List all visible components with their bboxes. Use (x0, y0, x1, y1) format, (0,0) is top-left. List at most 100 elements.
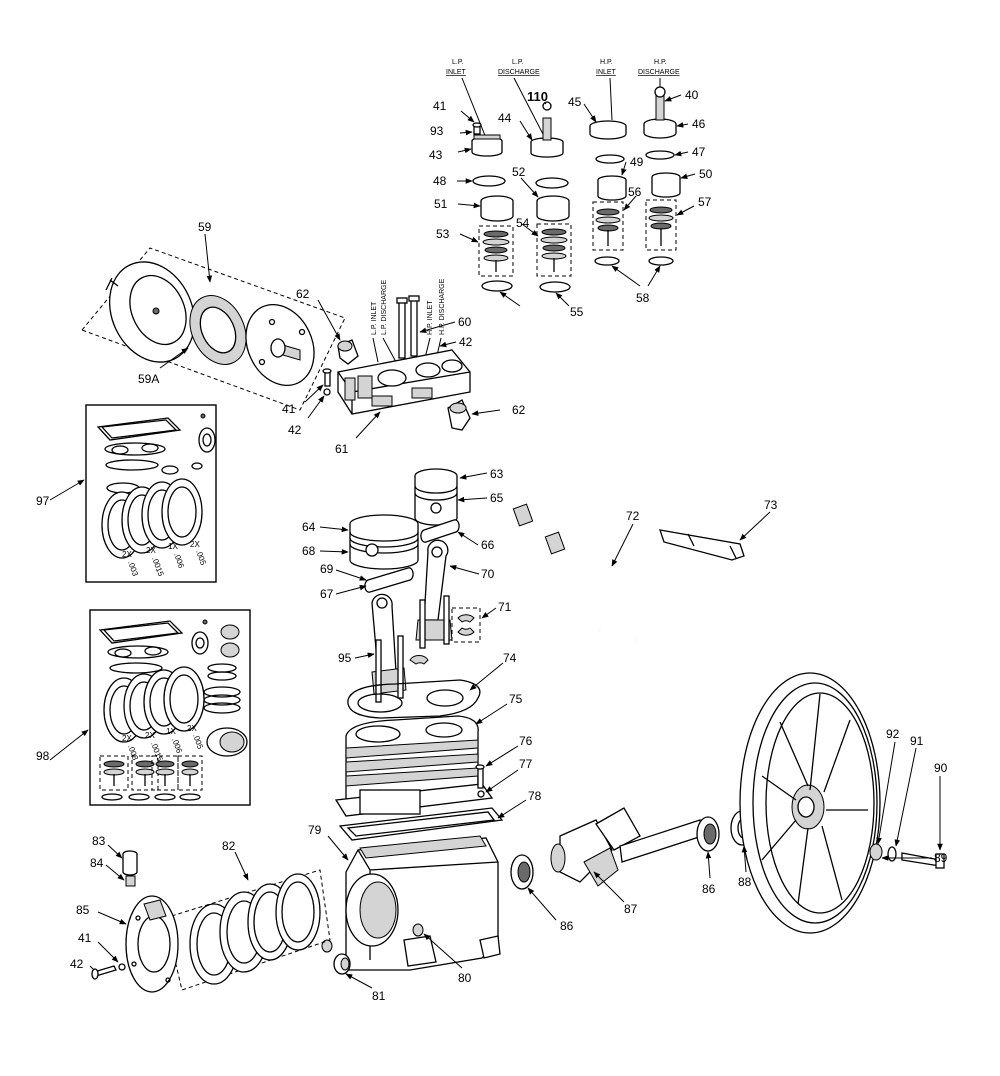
callout-52: 52 (512, 165, 526, 179)
callout-70: 70 (481, 567, 495, 581)
caption-lp-discharge-top: L.P. (512, 59, 524, 66)
callout-41-head: 41 (282, 402, 296, 416)
kit-98-shim-4-qty: 2X (187, 724, 197, 733)
callout-85: 85 (76, 903, 90, 917)
caption-lp-inlet-bottom: INLET (446, 69, 467, 76)
callout-68: 68 (302, 544, 316, 558)
callout-42-head-right: 42 (459, 335, 473, 349)
callout-labels: 40 41 93 43 44 110 45 46 47 48 49 50 51 … (36, 88, 948, 1003)
callout-43: 43 (429, 148, 443, 162)
callout-93: 93 (430, 124, 444, 138)
callout-110: 110 (527, 89, 548, 104)
cage-51 (480, 195, 514, 222)
callout-42-head: 42 (288, 423, 302, 437)
cylinder-75 (334, 715, 494, 817)
bearing-86b (696, 816, 720, 852)
callout-53: 53 (436, 227, 450, 241)
callout-58: 58 (636, 291, 650, 305)
connecting-rod-95 (371, 593, 429, 703)
callout-75: 75 (509, 692, 523, 706)
callout-95: 95 (338, 651, 352, 665)
caption-lp-inlet-top: L.P. (452, 59, 464, 66)
callout-40: 40 (685, 88, 699, 102)
callout-50: 50 (699, 167, 713, 181)
callout-98: 98 (36, 749, 50, 763)
screw-93 (472, 122, 482, 135)
overhaul-kit-98: 2X .003 2X .0015 1X .006 2X .005 (89, 609, 251, 806)
callout-83: 83 (92, 834, 106, 848)
head-caption-hp-inlet: H.P. INLET (427, 300, 434, 335)
hp-piston-63 (414, 468, 458, 526)
callout-63: 63 (490, 467, 504, 481)
callout-66: 66 (481, 538, 495, 552)
washer-77 (477, 790, 485, 798)
callout-87: 87 (624, 902, 638, 916)
caption-hp-inlet-top: H.P. (600, 59, 613, 66)
leader-lp-inlet (461, 77, 487, 139)
gasket-kit-97: 2X .003 2X .0015 1X .006 2X .005 (85, 404, 217, 583)
washer-42-carrier (118, 963, 126, 971)
gasket-ring-58a (594, 256, 620, 266)
callout-44: 44 (498, 111, 512, 125)
callout-67: 67 (320, 587, 334, 601)
gasket-ring-58b (648, 256, 674, 266)
callout-71: 71 (498, 600, 512, 614)
crankshaft-87 (550, 807, 703, 887)
caption-hp-discharge-top: H.P. (654, 59, 667, 66)
head-caption-lp-inlet: L.P. INLET (371, 301, 378, 335)
callout-82: 82 (222, 839, 236, 853)
head-caption-hp-discharge: H.P. DISCHARGE (439, 278, 446, 335)
callout-62-top: 62 (296, 287, 310, 301)
cylinder-head-assembly: L.P. INLET L.P. DISCHARGE H.P. INLET H.P… (322, 278, 471, 431)
leader-hp-inlet (609, 77, 613, 121)
callout-74: 74 (503, 651, 517, 665)
screw-41-head (322, 368, 332, 387)
bushing-84 (125, 875, 136, 887)
callout-54: 54 (516, 216, 530, 230)
callout-88: 88 (738, 875, 752, 889)
callout-90: 90 (934, 761, 948, 775)
valve-stack-56 (592, 201, 624, 251)
callout-56: 56 (628, 185, 642, 199)
kit-98-shim-3-qty: 1X (166, 727, 176, 736)
elbow-fitting-62a (337, 339, 359, 365)
gasket-ring-55a (481, 280, 513, 292)
flywheel-89 (739, 672, 881, 934)
callout-86-left: 86 (560, 919, 574, 933)
lp-piston-64 (349, 514, 419, 570)
valve-stack-57 (645, 199, 677, 251)
valve-assembly-group: L.P. INLET L.P. DISCHARGE H.P. INLET H.P… (446, 59, 681, 293)
kit-97-shim-4-qty: 2X (190, 540, 200, 549)
rod-bearing-71 (451, 607, 481, 643)
callout-81: 81 (372, 989, 386, 1003)
callout-69: 69 (320, 562, 334, 576)
valve-cap-44 (530, 101, 564, 158)
callout-41-top: 41 (433, 99, 447, 113)
piston-assembly (349, 468, 481, 703)
gasket-ring-48 (472, 175, 506, 187)
cage-52 (536, 195, 570, 222)
bracket-73 (659, 529, 745, 561)
kit-98-shim-2-qty: 2X (145, 731, 155, 740)
callout-61: 61 (335, 442, 349, 456)
washer-42-head (323, 388, 331, 396)
callout-91: 91 (910, 734, 924, 748)
cage-49 (597, 175, 627, 201)
callout-92: 92 (886, 727, 900, 741)
callout-60: 60 (458, 315, 472, 329)
callout-48: 48 (433, 174, 447, 188)
screw-41-carrier (91, 965, 117, 980)
callout-46: 46 (692, 117, 706, 131)
shim-set-82 (164, 869, 331, 991)
gasket-ring-47 (645, 150, 675, 160)
piston-pin-69 (364, 567, 414, 593)
callout-64: 64 (302, 520, 316, 534)
callout-76: 76 (519, 734, 533, 748)
transfer-tube-72 (512, 503, 650, 677)
connecting-rod-70 (415, 539, 453, 649)
callout-77: 77 (519, 757, 533, 771)
callout-86-right: 86 (702, 882, 716, 896)
cage-50 (651, 172, 681, 198)
